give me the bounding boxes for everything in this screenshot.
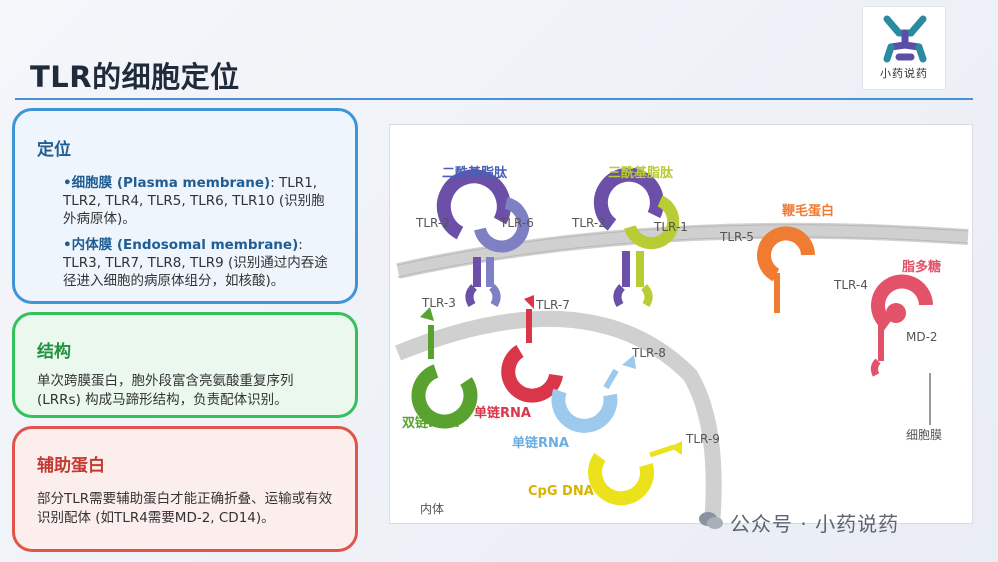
endosomal-membrane-text: : TLR3, TLR7, TLR8, TLR9 (识别通过内吞途径进入细胞的病… [63,237,328,289]
plasma-membrane-bullet: •细胞膜 (Plasma membrane): TLR1, TLR2, TLR4… [63,174,333,228]
endosome-membrane-band [394,310,722,525]
label-tlr2-a: TLR-2 [415,216,450,230]
location-heading: 定位 [37,140,71,160]
label-tlr1: TLR-1 [653,220,688,234]
label-flagellin: 鞭毛蛋白 [782,203,834,219]
tlr8-receptor [551,355,636,433]
tlr5-receptor [757,226,815,313]
tlr4-md2-complex [870,274,933,377]
plasma-membrane-label: •细胞膜 (Plasma membrane) [63,175,271,191]
label-md2: MD-2 [906,330,938,344]
logo-molecule-icon [883,15,927,63]
label-triacyl-lipopeptide: 三酰基脂肽 [608,165,674,181]
helper-card: 辅助蛋白 部分TLR需要辅助蛋白才能正确折叠、运输或有效识别配体 (如TLR4需… [12,426,358,552]
endosomal-membrane-bullet: •内体膜 (Endosomal membrane): TLR3, TLR7, T… [63,236,333,290]
page-title: TLR的细胞定位 [30,60,240,94]
label-cpg-dna: CpG DNA [528,484,594,499]
structure-heading: 结构 [37,342,71,362]
label-tlr5: TLR-5 [719,230,754,244]
label-tlr3: TLR-3 [421,296,456,310]
label-tlr9: TLR-9 [685,432,720,446]
label-lps: 脂多糖 [901,259,941,275]
label-tlr7: TLR-7 [535,298,570,312]
tlr9-receptor [588,441,682,506]
tlr2-tlr1-dimer [593,167,680,308]
helper-heading: 辅助蛋白 [37,456,105,476]
label-diacyl-lipopeptide: 二酰基脂肽 [442,165,508,181]
tlr7-receptor [501,295,563,403]
tlr3-receptor [411,307,478,429]
tlr2-tlr6-dimer [436,169,530,308]
plasma-membrane-text: : TLR1, TLR2, TLR4, TLR5, TLR6, TLR10 (识… [63,175,325,227]
helper-text: 部分TLR需要辅助蛋白才能正确折叠、运输或有效识别配体 (如TLR4需要MD-2… [37,491,333,526]
tlr-localization-figure: 二酰基脂肽 三酰基脂肽 鞭毛蛋白 脂多糖 TLR-2 TLR-6 TLR-2 T… [389,124,973,525]
label-dsrna: 双链RNA [402,415,459,431]
label-tlr4: TLR-4 [833,278,868,292]
label-ssrna-red: 单链RNA [474,405,531,421]
label-tlr2-b: TLR-2 [571,216,606,230]
tlr-diagram: 二酰基脂肽 三酰基脂肽 鞭毛蛋白 脂多糖 TLR-2 TLR-6 TLR-2 T… [394,165,969,525]
structure-text: 单次跨膜蛋白，胞外段富含亮氨酸重复序列 (LRRs) 构成马蹄形结构，负责配体识… [37,373,294,408]
label-endosome: 内体 [420,502,444,516]
label-cell-membrane: 细胞膜 [906,428,942,442]
logo-text: 小药说药 [880,67,928,80]
label-tlr8: TLR-8 [631,346,666,360]
watermark-text: 公众号 · 小药说药 [730,512,900,536]
location-card: 定位 •细胞膜 (Plasma membrane): TLR1, TLR2, T… [12,108,358,304]
endosomal-membrane-label: •内体膜 (Endosomal membrane) [63,237,299,253]
label-tlr6: TLR-6 [499,216,534,230]
wechat-icon [699,512,723,529]
brand-logo: 小药说药 [862,6,946,90]
title-divider [15,98,973,100]
structure-card: 结构 单次跨膜蛋白，胞外段富含亮氨酸重复序列 (LRRs) 构成马蹄形结构，负责… [12,312,358,418]
label-ssrna-blue: 单链RNA [512,435,569,451]
